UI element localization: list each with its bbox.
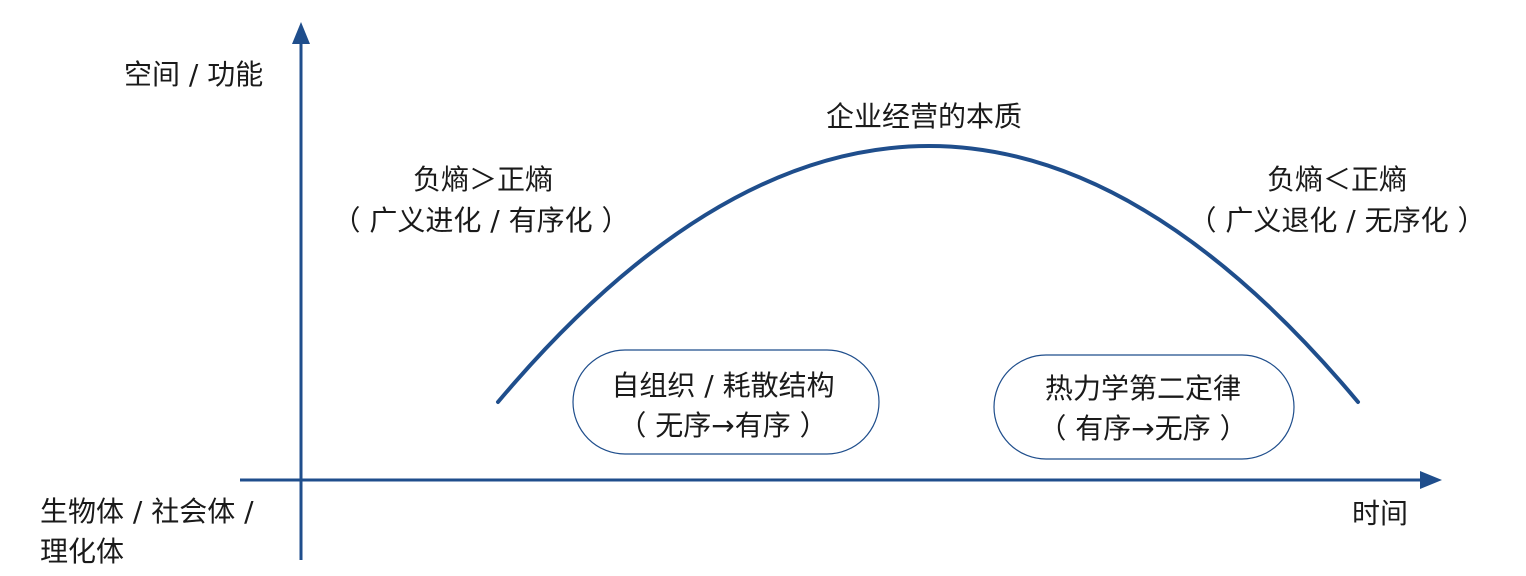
origin-label-line2: 理化体 [40,535,125,568]
y-axis-label: 空间 / 功能 [124,58,264,91]
left-phase-line1: 负熵＞正熵 [412,163,554,196]
right-bubble-shape [993,354,1295,460]
x-axis-label: 时间 [1352,497,1409,530]
right-phase-line2: （ 广义退化 / 无序化 ） [1188,204,1486,237]
right-bubble-line1: 热力学第二定律 [1044,372,1242,405]
left-phase-line2: （ 广义进化 / 有序化 ） [332,204,630,237]
left-bubble-line2: （ 无序→有序 ） [618,409,828,442]
left-bubble-line1: 自组织 / 耗散结构 [611,369,835,402]
right-phase-line1: 负熵＜正熵 [1266,163,1408,196]
right-bubble-line2: （ 有序→无序 ） [1038,412,1248,445]
left-bubble-shape [572,349,880,455]
lifecycle-curve [496,144,1360,404]
y-axis-arrow-icon [292,22,310,44]
curve-peak-label: 企业经营的本质 [825,100,1023,133]
x-axis-arrow-icon [1420,471,1442,489]
origin-label-line1: 生物体 / 社会体 / [40,495,254,528]
